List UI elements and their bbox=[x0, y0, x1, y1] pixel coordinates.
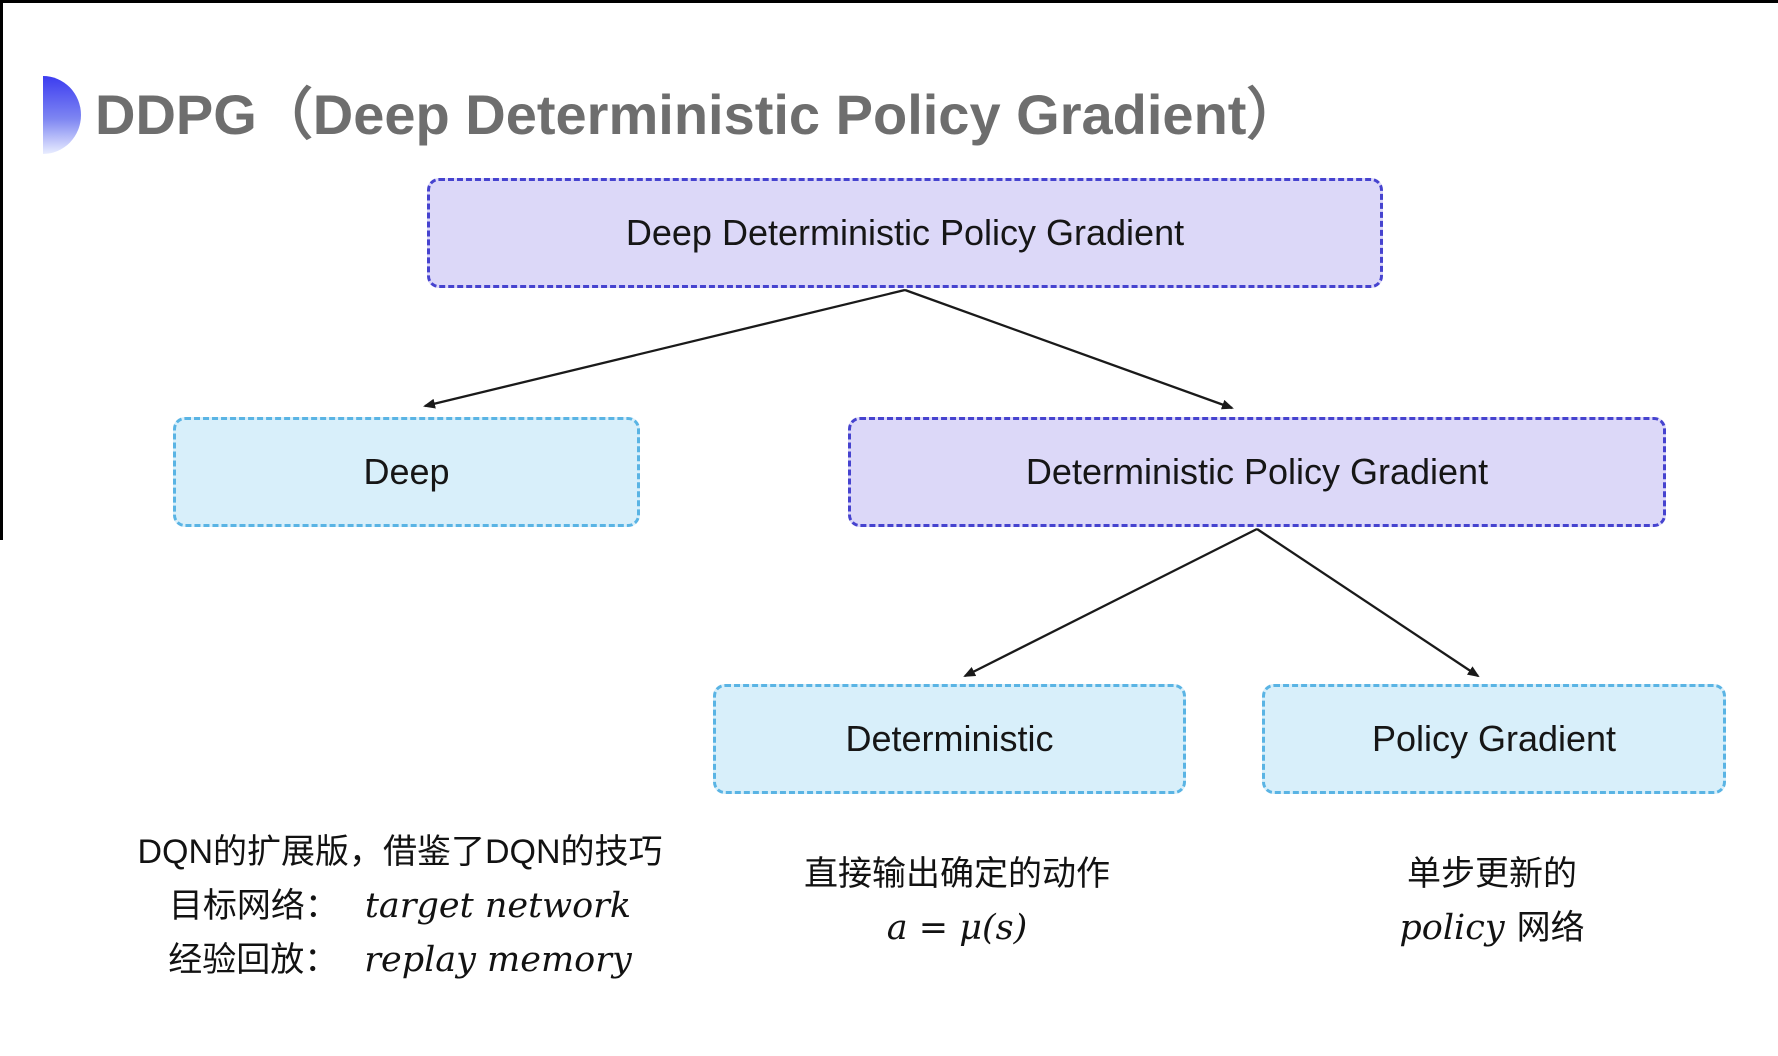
node-deterministic-policy-gradient: Deterministic Policy Gradient bbox=[848, 417, 1666, 527]
annotation-deterministic: 直接输出确定的动作 a = μ(s) bbox=[737, 848, 1177, 955]
annotation-policy-gradient-line2-label: 网络 bbox=[1516, 908, 1585, 947]
node-deep: Deep bbox=[173, 417, 640, 527]
annotation-deep-line2: 目标网络： target network bbox=[110, 879, 690, 933]
annotation-deep-line3-label: 经验回放： bbox=[168, 940, 339, 979]
annotation-deep-line3-term: replay memory bbox=[364, 939, 632, 980]
window-border-top bbox=[0, 0, 1778, 3]
node-deterministic: Deterministic bbox=[713, 684, 1186, 794]
arrow-root-to-deep bbox=[423, 288, 906, 409]
node-root-label: Deep Deterministic Policy Gradient bbox=[625, 212, 1185, 253]
node-policy-gradient-label: Policy Gradient bbox=[1371, 718, 1617, 759]
page-title: DDPG（Deep Deterministic Policy Gradient） bbox=[95, 83, 1303, 146]
window-border-left bbox=[0, 0, 3, 540]
node-deterministic-label: Deterministic bbox=[845, 718, 1054, 759]
annotation-policy-gradient-line2-term: policy bbox=[1399, 907, 1505, 948]
annotation-deep-line1: DQN的扩展版，借鉴了DQN的技巧 bbox=[137, 833, 663, 871]
annotation-policy-gradient-line1: 单步更新的 bbox=[1407, 855, 1577, 893]
arrow-dpg-to-deterministic bbox=[963, 527, 1258, 678]
annotation-deep-line2-term: target network bbox=[364, 885, 632, 926]
annotation-deep-line3: 经验回放： replay memory bbox=[110, 933, 690, 987]
arrow-root-to-dpg bbox=[904, 288, 1234, 410]
node-policy-gradient: Policy Gradient bbox=[1262, 684, 1726, 794]
annotation-deep-line2-label: 目标网络： bbox=[168, 886, 339, 925]
annotation-deterministic-formula: a = μ(s) bbox=[886, 907, 1028, 948]
arrow-dpg-to-policy-gradient bbox=[1256, 528, 1480, 678]
node-deep-label: Deep bbox=[363, 451, 450, 492]
annotation-policy-gradient: 单步更新的 policy 网络 bbox=[1272, 848, 1712, 955]
annotation-deterministic-line1: 直接输出确定的动作 bbox=[804, 855, 1110, 893]
node-root: Deep Deterministic Policy Gradient bbox=[427, 178, 1383, 288]
annotation-policy-gradient-line2: policy 网络 bbox=[1272, 901, 1712, 955]
title-bullet-icon bbox=[43, 76, 81, 154]
annotation-deep: DQN的扩展版，借鉴了DQN的技巧 目标网络： target network 经验… bbox=[110, 826, 690, 987]
node-dpg-label: Deterministic Policy Gradient bbox=[1025, 451, 1489, 492]
